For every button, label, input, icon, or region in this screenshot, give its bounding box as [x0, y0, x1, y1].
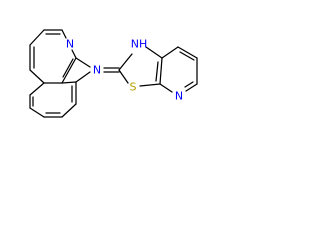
pyridine-nitrogen-label: N: [175, 90, 183, 103]
bond: [139, 83, 161, 87]
bond: [29, 107, 45, 118]
thiazolopyridine-ring-system: [118, 46, 198, 93]
bond: [29, 82, 45, 96]
quinoline-nitrogen-label: N: [66, 38, 74, 51]
thiazole-nh-label: NH: [131, 38, 148, 51]
bond: [61, 81, 77, 84]
bond: [71, 49, 77, 59]
bond: [177, 46, 198, 59]
bond: [155, 61, 159, 82]
bond: [29, 69, 45, 84]
thiazole-sulfur-label: S: [130, 81, 137, 94]
bond: [159, 83, 173, 93]
bond: [184, 81, 194, 88]
quinoline-ring-system: [29, 29, 77, 118]
bond: [159, 57, 163, 85]
bond: [161, 46, 179, 59]
bond: [75, 57, 91, 68]
bond: [118, 69, 129, 84]
bond: [29, 29, 45, 46]
bond: [61, 29, 67, 39]
amine-nitrogen-label: N: [93, 64, 101, 77]
bond: [185, 83, 198, 92]
bond: [75, 71, 91, 83]
bond: [179, 51, 195, 61]
bond: [61, 103, 77, 118]
bond: [118, 53, 133, 71]
bond: [145, 46, 163, 59]
bond: [61, 57, 77, 84]
chemical-structure-diagram: N N NH S N: [29, 29, 198, 118]
bond: [62, 58, 74, 78]
